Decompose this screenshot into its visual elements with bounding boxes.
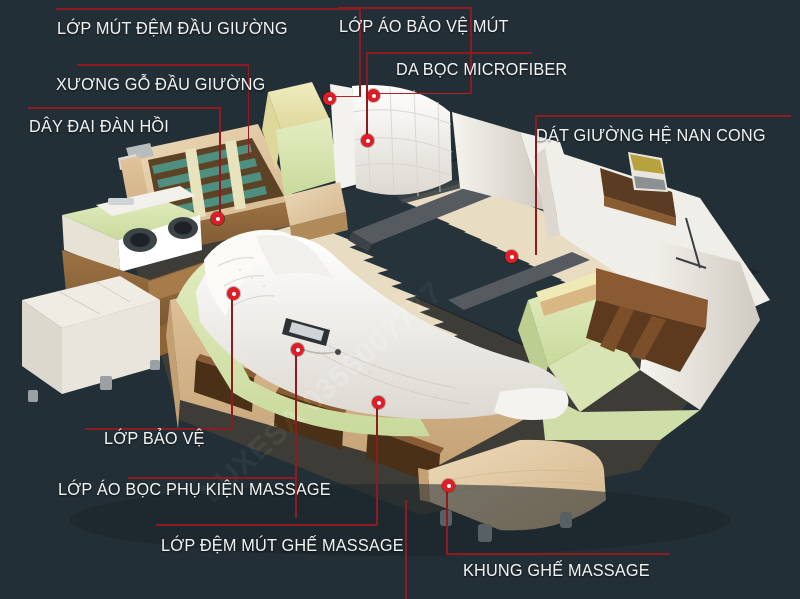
leader-stub-bottom-left (295, 478, 297, 518)
callout-label-lop-dem-mut-ghe-massage: LỚP ĐỆM MÚT GHẾ MASSAGE (161, 535, 404, 555)
callout-label-lop-ao-bao-ve-mut: LỚP ÁO BẢO VỆ MÚT (339, 16, 509, 36)
callout-label-dat-giuong-he-nan-cong: DÁT GIƯỜNG HỆ NAN CONG (536, 125, 766, 145)
callout-dot-lop-mut-dem-dau-giuong (323, 92, 336, 105)
callout-dot-lop-ao-bao-ve-mut (367, 89, 380, 102)
callout-dot-lop-bao-ve (227, 287, 240, 300)
callout-label-da-boc-microfiber: DA BỌC MICROFIBER (396, 59, 568, 79)
callout-label-day-dai-dan-hoi: DÂY ĐAI ĐÀN HỒI (29, 116, 169, 136)
callout-label-lop-mut-dem-dau-giuong: LỚP MÚT ĐỆM ĐẦU GIƯỜNG (57, 18, 288, 38)
callout-dot-day-dai-dan-hoi (211, 212, 224, 225)
callout-dot-da-boc-microfiber (361, 134, 374, 147)
callout-label-lop-bao-ve: LỚP BẢO VỆ (104, 428, 205, 448)
callout-label-xuong-go-dau-giuong: XƯƠNG GỖ ĐẦU GIƯỜNG (56, 74, 266, 94)
callout-dot-dat-giuong-he-nan-cong (505, 250, 518, 263)
callout-dot-khung-ghe-massage (442, 479, 455, 492)
leader-stub-bottom-center (405, 500, 407, 599)
callout-dot-lop-ao-boc-phu-kien-massage (291, 343, 304, 356)
callout-dot-lop-dem-mut-ghe-massage (372, 396, 385, 409)
callout-label-khung-ghe-massage: KHUNG GHẾ MASSAGE (463, 560, 650, 580)
callout-label-lop-ao-boc-phu-kien-massage: LỚP ÁO BỌC PHỤ KIỆN MASSAGE (58, 479, 331, 499)
